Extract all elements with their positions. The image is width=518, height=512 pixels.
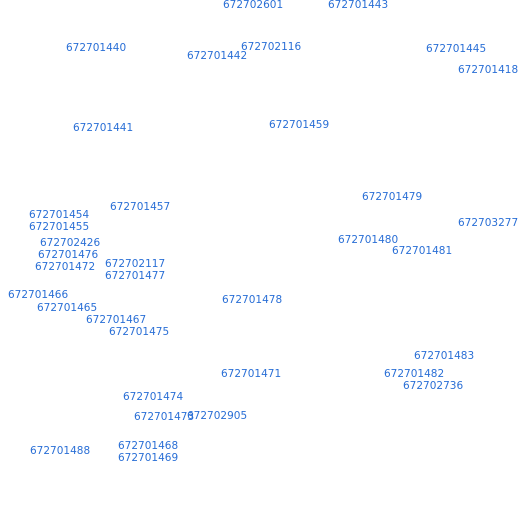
parcel-label[interactable]: 672701445 <box>426 43 487 55</box>
parcel-label[interactable]: 672701482 <box>384 368 445 380</box>
parcel-label[interactable]: 672701465 <box>37 302 98 314</box>
parcel-label[interactable]: 672701454 <box>29 209 90 221</box>
parcel-label[interactable]: 672702601 <box>223 0 284 11</box>
parcel-label[interactable]: 672703277 <box>458 217 518 229</box>
parcel-label[interactable]: 672701468 <box>118 440 179 452</box>
parcel-label[interactable]: 672701473 <box>134 411 195 423</box>
parcel-label[interactable]: 672702116 <box>241 41 302 53</box>
parcel-label[interactable]: 672702736 <box>403 380 464 392</box>
parcel-label[interactable]: 672701443 <box>328 0 389 11</box>
parcel-label[interactable]: 672701442 <box>187 50 248 62</box>
parcel-label[interactable]: 672701478 <box>222 294 283 306</box>
parcel-label[interactable]: 672702905 <box>187 410 248 422</box>
parcel-label[interactable]: 672702117 <box>105 258 166 270</box>
parcel-label[interactable]: 672701471 <box>221 368 282 380</box>
parcel-label[interactable]: 672701472 <box>35 261 96 273</box>
parcel-label[interactable]: 672701483 <box>414 350 475 362</box>
parcel-label[interactable]: 672701459 <box>269 119 330 131</box>
parcel-label[interactable]: 672701477 <box>105 270 166 282</box>
parcel-label[interactable]: 672701488 <box>30 445 91 457</box>
parcel-label[interactable]: 672701481 <box>392 245 453 257</box>
parcel-label[interactable]: 672701440 <box>66 42 127 54</box>
parcel-label[interactable]: 672701441 <box>73 122 134 134</box>
parcel-label[interactable]: 672701457 <box>110 201 171 213</box>
parcel-label[interactable]: 672701418 <box>458 64 518 76</box>
parcel-label[interactable]: 672701467 <box>86 314 147 326</box>
parcel-label[interactable]: 672701475 <box>109 326 170 338</box>
parcel-label[interactable]: 672701469 <box>118 452 179 464</box>
parcel-label[interactable]: 672701466 <box>8 289 69 301</box>
parcel-label[interactable]: 672701474 <box>123 391 184 403</box>
parcel-label[interactable]: 672701476 <box>38 249 99 261</box>
parcel-label[interactable]: 672702426 <box>40 237 101 249</box>
parcel-label[interactable]: 672701455 <box>29 221 90 233</box>
parcel-label[interactable]: 672701479 <box>362 191 423 203</box>
parcel-label[interactable]: 672701480 <box>338 234 399 246</box>
